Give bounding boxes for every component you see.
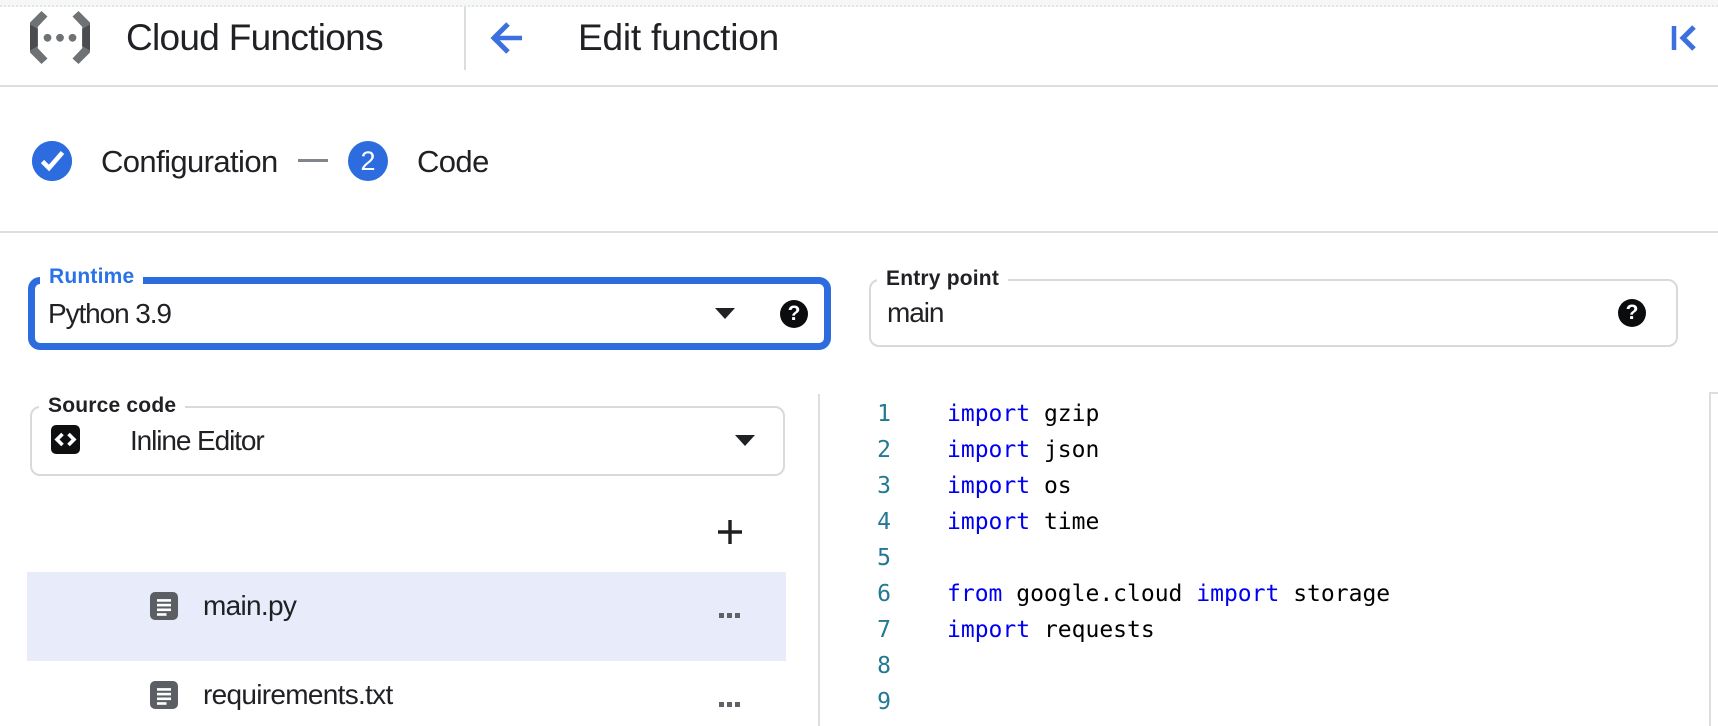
product-title: Cloud Functions: [126, 17, 384, 58]
code-line-3[interactable]: import os: [947, 473, 1072, 499]
code-line-8[interactable]: [947, 648, 1707, 684]
runtime-select[interactable]: Runtime Python 3.9 ?: [28, 263, 831, 350]
runtime-dropdown-arrow-icon[interactable]: [715, 308, 735, 319]
runtime-label: Runtime: [40, 263, 144, 291]
step-1-check-circle[interactable]: [32, 141, 72, 181]
back-arrow-button[interactable]: [486, 20, 526, 56]
cloud-functions-logo-icon: [30, 11, 90, 64]
line-number: 1: [877, 401, 891, 427]
line-number: 9: [877, 689, 891, 715]
line-number: 8: [877, 653, 891, 679]
file-icon: [150, 681, 178, 709]
app-header: Cloud Functions Edit function: [0, 0, 1718, 87]
line-number: 3: [877, 473, 891, 499]
line-number: 6: [877, 581, 891, 607]
collapse-panel-icon[interactable]: [1666, 20, 1702, 56]
code-editor[interactable]: import gzip import json import os import ti…: [947, 396, 1707, 720]
add-file-button[interactable]: [714, 516, 746, 548]
inline-editor-code-icon: [51, 425, 80, 454]
line-number: 7: [877, 617, 891, 643]
step-connector: [298, 159, 328, 162]
code-line-7[interactable]: import requests: [947, 617, 1155, 643]
entry-point-field[interactable]: Entry point main ?: [869, 265, 1678, 347]
code-line-5[interactable]: [947, 540, 1707, 576]
file-more-options-button[interactable]: [719, 702, 742, 707]
runtime-value: Python 3.9: [48, 298, 172, 329]
step-2-label[interactable]: Code: [417, 144, 489, 179]
runtime-select-box[interactable]: [28, 277, 831, 350]
entry-point-value: main: [887, 297, 944, 328]
code-line-6[interactable]: from google.cloud import storage: [947, 581, 1391, 607]
file-icon: [150, 592, 178, 620]
line-number: 4: [877, 509, 891, 535]
step-1-label[interactable]: Configuration: [101, 144, 278, 179]
editor-scrollbar-border: [1709, 393, 1711, 726]
code-line-4[interactable]: import time: [947, 509, 1100, 535]
editor-scrollbar-top-border: [1709, 392, 1718, 394]
code-line-2[interactable]: import json: [947, 437, 1100, 463]
entry-point-label: Entry point: [877, 265, 1009, 293]
line-number: 2: [877, 437, 891, 463]
code-line-1[interactable]: import gzip: [947, 401, 1100, 427]
file-more-options-button[interactable]: [719, 613, 742, 618]
file-row-main.py[interactable]: main.py: [27, 572, 786, 661]
stepper: Configuration 2 Code: [0, 89, 1718, 233]
step-2-number-circle[interactable]: 2: [348, 141, 388, 181]
runtime-help-icon[interactable]: ?: [780, 300, 808, 328]
file-name: main.py: [203, 590, 297, 621]
header-divider: [464, 6, 466, 70]
file-row-requirements.txt[interactable]: requirements.txt: [27, 661, 786, 726]
code-line-9[interactable]: [947, 684, 1707, 720]
line-number: 5: [877, 545, 891, 571]
source-code-value: Inline Editor: [130, 425, 265, 456]
editor-line-number-gutter: 1 2 3 4 5 6 7 8 9: [820, 396, 891, 720]
file-name: requirements.txt: [203, 679, 393, 710]
source-code-select[interactable]: Source code Inline Editor: [30, 392, 785, 476]
source-code-dropdown-arrow-icon[interactable]: [735, 435, 755, 446]
browser-top-strip: [0, 0, 1718, 7]
page-title: Edit function: [578, 17, 780, 58]
source-code-label: Source code: [39, 392, 186, 420]
editor-left-border: [818, 394, 820, 726]
entry-point-help-icon[interactable]: ?: [1618, 299, 1646, 327]
